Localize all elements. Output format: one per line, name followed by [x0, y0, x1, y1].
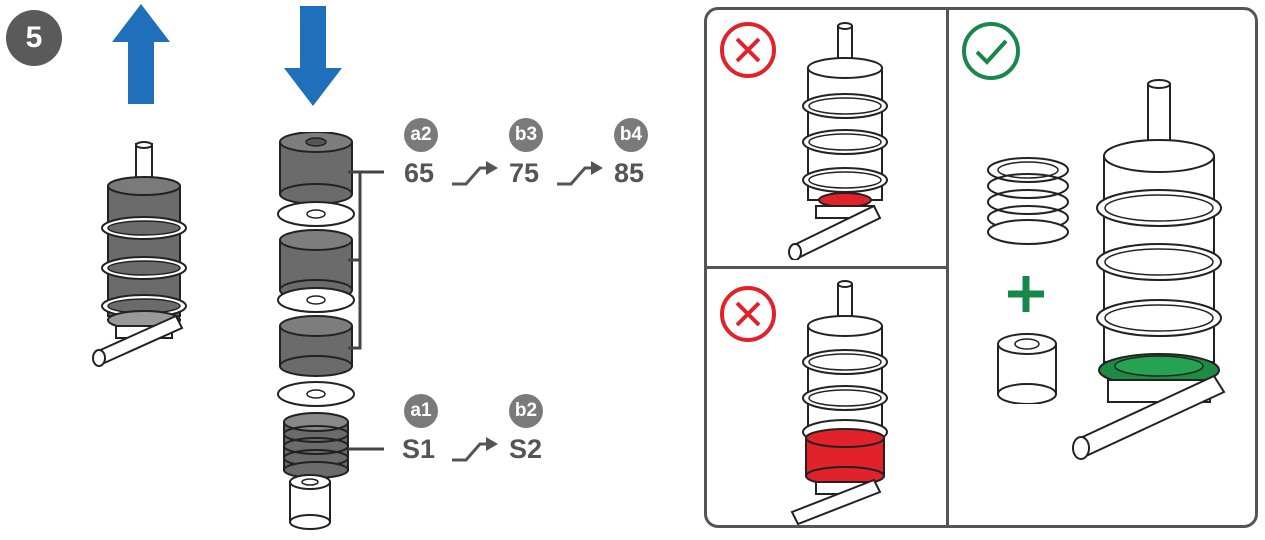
spacer-illustration [997, 333, 1057, 404]
cross-circle-icon [720, 22, 776, 78]
check-circle-icon [962, 22, 1020, 80]
bracket-lines [348, 170, 384, 350]
option-tag: a1 [404, 394, 438, 428]
step-arrow-icon [452, 161, 498, 186]
spring-illustration [987, 157, 1069, 245]
option-value: 65 [404, 158, 435, 188]
wrong-assembly-illustration-2 [790, 280, 888, 525]
comparison-panel [704, 7, 1258, 528]
plus-icon [1008, 276, 1044, 312]
assembled-damper-illustration [92, 141, 187, 367]
option-value: S2 [509, 434, 543, 464]
wrong-assembly-illustration-1 [788, 22, 888, 260]
correct-assembly-illustration [1072, 79, 1226, 460]
spacer-line [348, 447, 384, 451]
step-arrow-icon [557, 161, 603, 186]
arrow-down-icon [284, 6, 342, 106]
option-tag: b2 [509, 394, 543, 428]
option-value: S1 [402, 434, 436, 464]
option-tag: b3 [509, 118, 543, 152]
option-tag: a2 [404, 118, 438, 152]
exploded-parts-illustration [277, 132, 355, 530]
panel-divider-vertical [946, 8, 949, 527]
step-number-badge: 5 [6, 10, 62, 66]
option-value: 85 [614, 158, 645, 188]
option-value: 75 [509, 158, 540, 188]
step-arrow-icon [452, 437, 498, 462]
arrow-up-icon [112, 4, 170, 104]
option-tag: b4 [614, 118, 648, 152]
cross-circle-icon [720, 286, 776, 342]
panel-divider-horizontal [706, 266, 947, 269]
